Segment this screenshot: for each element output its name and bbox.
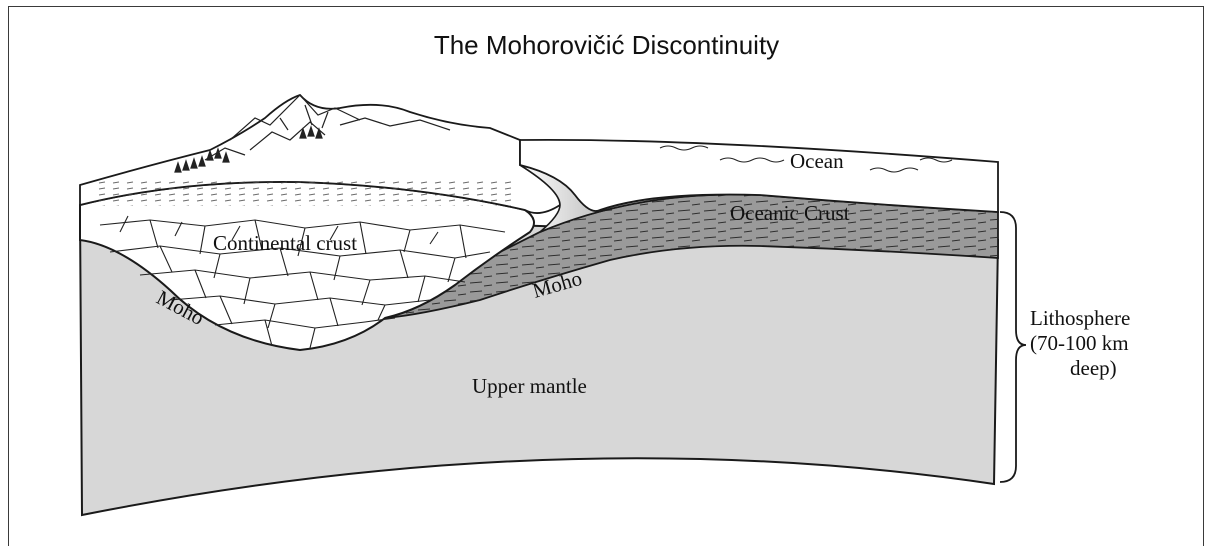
sediment-texture [95,178,515,206]
continental-crust-label: Continental crust [213,231,357,255]
upper-mantle-label: Upper mantle [472,374,587,398]
lithosphere-label-line3: deep) [1070,356,1117,380]
lithosphere-brace [1000,212,1026,482]
lithosphere-label-line1: Lithosphere [1030,306,1130,330]
oceanic-crust-label: Oceanic Crust [730,201,850,225]
ocean-label: Ocean [790,149,844,173]
lithosphere-label-line2: (70-100 km [1030,331,1129,355]
